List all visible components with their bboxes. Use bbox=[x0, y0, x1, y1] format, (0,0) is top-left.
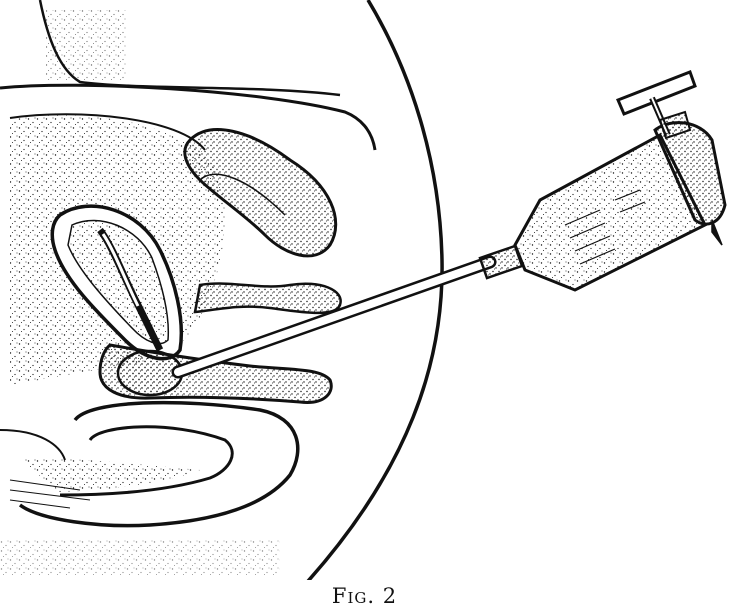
tube-connector bbox=[480, 246, 522, 278]
figure-caption: Fig. 2 bbox=[0, 584, 729, 608]
rectum bbox=[0, 403, 298, 575]
catheter-tube bbox=[178, 262, 490, 372]
anatomical-illustration bbox=[0, 0, 729, 580]
